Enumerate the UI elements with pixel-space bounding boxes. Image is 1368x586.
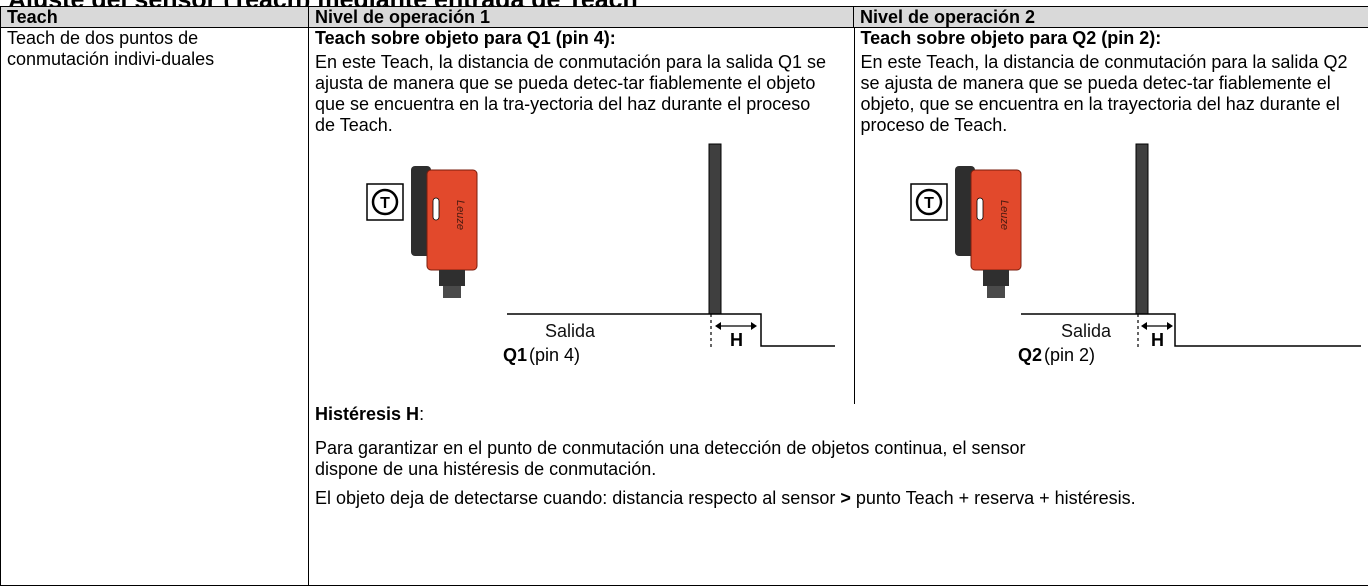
teach-diagram-q2: T Leuze (861, 136, 1366, 404)
header-teach: Teach (1, 7, 309, 28)
svg-text:T: T (380, 195, 390, 212)
level-2-figure: T Leuze (861, 136, 1366, 404)
level-2-title: Teach sobre objeto para Q2 (pin 2): (861, 28, 1366, 49)
level-1-cell: Teach sobre objeto para Q1 (pin 4): En e… (309, 28, 854, 404)
hysteresis-label: H (730, 330, 743, 350)
row-label: Teach de dos puntos de conmutación indiv… (1, 28, 309, 586)
level-1-title: Teach sobre objeto para Q1 (pin 4): (315, 28, 850, 49)
svg-text:Leuze: Leuze (454, 200, 466, 230)
teach-button-icon: T (911, 184, 947, 220)
hysteresis-title: Histéresis H: (315, 404, 1365, 425)
hysteresis-section: Histéresis H: Para garantizar en el punt… (309, 404, 1368, 509)
table-header-row: Teach Nivel de operación 1 Nivel de oper… (1, 7, 1368, 28)
content-cell: Teach sobre objeto para Q1 (pin 4): En e… (309, 28, 1368, 586)
output-pin: (pin 4) (529, 345, 580, 365)
teach-button-icon: T (367, 184, 403, 220)
sensor-icon: Leuze (955, 166, 1021, 298)
hysteresis-label: H (1151, 330, 1164, 350)
header-level-1: Nivel de operación 1 (309, 7, 854, 28)
sensor-icon: Leuze (411, 166, 477, 298)
output-name: Q1 (503, 345, 527, 365)
level-1-figure: T Leuze (315, 136, 850, 404)
level-1-text: En este Teach, la distancia de conmutaci… (315, 52, 827, 136)
teach-table: Teach Nivel de operación 1 Nivel de oper… (0, 6, 1368, 586)
table-row: Teach de dos puntos de conmutación indiv… (1, 28, 1368, 586)
svg-text:Leuze: Leuze (998, 200, 1010, 230)
level-2-text: En este Teach, la distancia de conmutaci… (861, 52, 1366, 136)
teach-diagram-q1: T Leuze (315, 136, 850, 404)
hysteresis-paragraph-1: Para garantizar en el punto de conmutaci… (315, 438, 1055, 480)
svg-text:T: T (924, 195, 934, 212)
hysteresis-paragraph-2: El objeto deja de detectarse cuando: dis… (315, 488, 1365, 509)
row-label-text: Teach de dos puntos de conmutación indiv… (7, 28, 287, 70)
header-level-2: Nivel de operación 2 (854, 7, 1368, 28)
output-label: Salida (1061, 321, 1112, 341)
level-2-cell: Teach sobre objeto para Q2 (pin 2): En e… (854, 28, 1368, 404)
object-bar (1136, 144, 1148, 314)
object-bar (709, 144, 721, 314)
output-name: Q2 (1018, 345, 1042, 365)
output-label: Salida (545, 321, 596, 341)
output-pin: (pin 2) (1044, 345, 1095, 365)
